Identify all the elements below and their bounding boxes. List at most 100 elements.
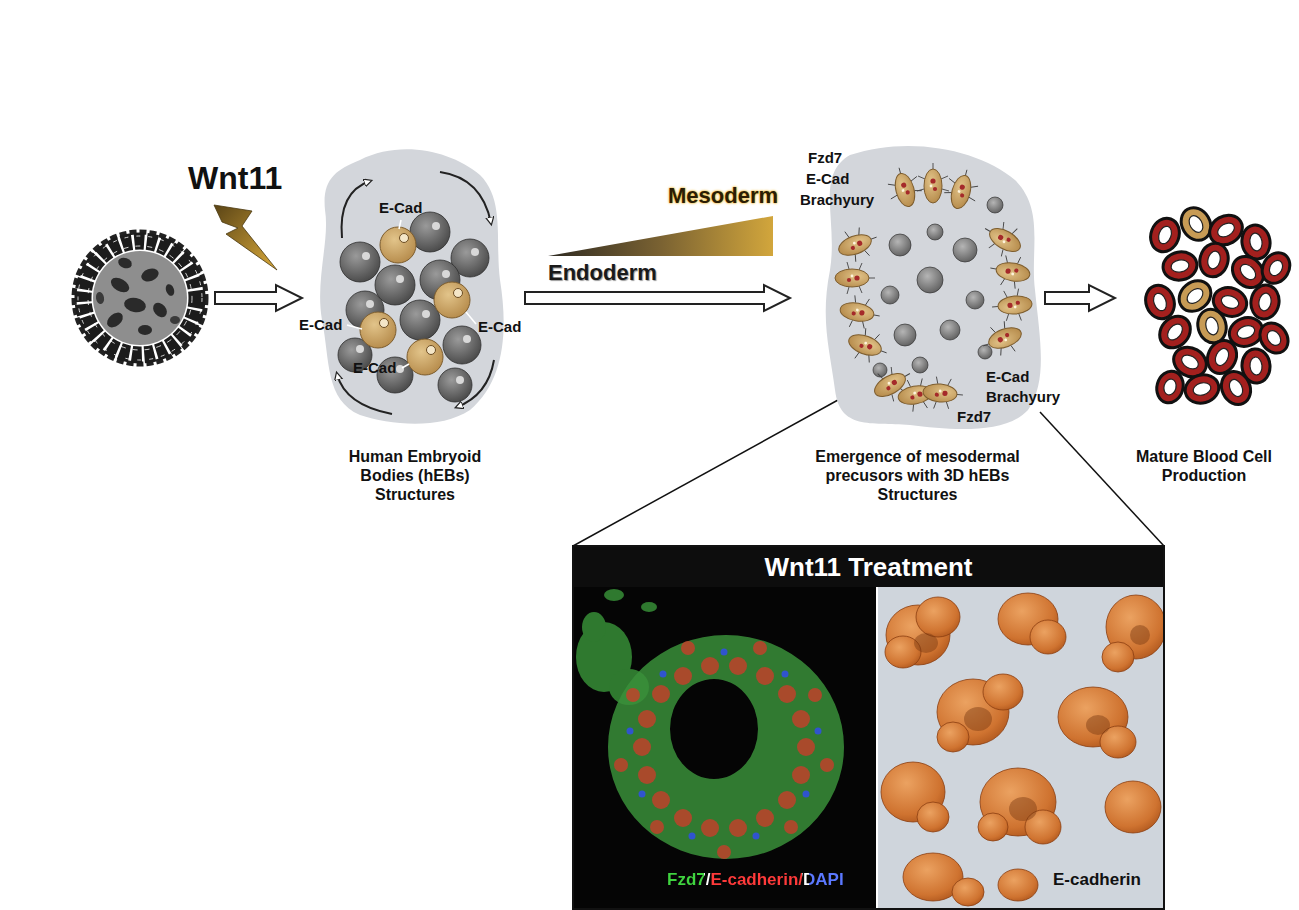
g-shape (1257, 248, 1296, 289)
ellipse-shape (1215, 220, 1237, 239)
ellipse-shape (1249, 232, 1264, 252)
label-anchor: Fzd7 (957, 408, 991, 425)
ellipse-shape (1248, 283, 1281, 321)
fluorescence-image: Fzd7/E-cadherin/DAPI (574, 587, 876, 908)
node-caption: Mature Blood Cell Production (1118, 447, 1290, 485)
hollow-arrow (215, 285, 302, 311)
label-anchor: Endoderm (548, 260, 657, 285)
circle-shape (953, 238, 977, 262)
embryoid-body-art (305, 140, 525, 435)
ellipse-shape (1105, 781, 1161, 833)
image-label: E-cadherin (1053, 870, 1141, 890)
node-caption: Emergence of mesodermal precusors with 3… (800, 447, 1035, 505)
circle-shape (93, 251, 187, 345)
circle-shape (88, 246, 192, 350)
lightning-bolt (214, 205, 277, 270)
circle-shape (815, 728, 822, 735)
use-shape (977, 215, 1028, 263)
treatment-panel: Wnt11 Treatment Fzd7/E-cadherin/DAPI (572, 545, 1165, 910)
circle-shape (422, 310, 430, 318)
circle-shape (454, 289, 463, 298)
ellipse-shape (914, 633, 938, 653)
text-label: Brachyury (986, 388, 1060, 405)
g-shape (1182, 371, 1222, 407)
label-anchor: Mesoderm (668, 183, 778, 208)
circle-shape (660, 671, 667, 678)
circle-shape (940, 320, 960, 340)
rect-shape (574, 587, 1163, 908)
circle-shape (717, 845, 731, 859)
use-shape (917, 163, 949, 203)
ellipse-shape (95, 291, 105, 304)
use-shape (884, 164, 925, 211)
circle-shape (83, 241, 197, 355)
ellipse-shape (123, 296, 147, 314)
text-label: E-Cad (986, 368, 1029, 385)
label-anchor: E-Cad (299, 316, 342, 333)
circle-shape (652, 791, 670, 809)
ellipse-shape (1182, 371, 1222, 407)
ellipse-shape (1237, 261, 1258, 282)
circle-shape (638, 710, 656, 728)
circle-shape (380, 319, 389, 328)
circle-shape (362, 252, 370, 260)
circle-shape (873, 363, 887, 377)
zoom-line (573, 400, 838, 546)
circle-shape (356, 345, 364, 353)
circle-shape (917, 267, 943, 293)
ellipse-shape (983, 674, 1023, 710)
g-shape (1248, 283, 1281, 321)
ellipse-shape (1186, 213, 1205, 235)
circle-shape (633, 738, 651, 756)
circle-shape (400, 234, 409, 243)
circle-shape (881, 286, 899, 304)
ellipse-shape (150, 300, 169, 320)
circle-shape (987, 197, 1003, 213)
circle-shape (407, 339, 443, 375)
ellipse-shape (937, 722, 969, 752)
circle-shape (438, 368, 472, 402)
circle-shape (681, 641, 695, 655)
use-shape (922, 376, 965, 411)
ellipse-shape (1009, 797, 1037, 821)
ellipse-shape (138, 325, 152, 335)
use-shape (834, 222, 883, 266)
circle-shape (400, 300, 440, 340)
circle-shape (782, 671, 789, 678)
line-shape (402, 364, 409, 368)
circle-shape (442, 270, 450, 278)
g-shape (1146, 214, 1184, 256)
circle-shape (820, 758, 834, 772)
label-anchor: Brachyury (986, 388, 1060, 405)
circle-shape (652, 685, 670, 703)
circle-shape (753, 833, 760, 840)
circle-shape (638, 766, 656, 784)
circle-shape (432, 222, 440, 230)
ellipse-shape (952, 878, 984, 906)
line-shape (399, 220, 401, 229)
fluorescence-art (574, 587, 876, 908)
g-shape (338, 212, 489, 402)
ellipse-shape (582, 612, 606, 642)
use-shape (991, 288, 1034, 323)
use-shape (837, 293, 882, 331)
g-shape (380, 234, 463, 355)
ellipse-shape (139, 266, 160, 283)
circle-shape (396, 275, 404, 283)
circle-shape (434, 282, 470, 318)
ellipse-shape (1258, 292, 1273, 312)
ellipse-shape (1192, 381, 1212, 397)
ellipse-shape (1156, 224, 1173, 245)
g-shape (881, 593, 1163, 906)
g-shape (627, 649, 822, 840)
ellipse-shape (1204, 316, 1220, 336)
ellipse-shape (1151, 291, 1168, 312)
ellipse-shape (998, 869, 1038, 901)
label-anchor: E-Cad (478, 318, 521, 335)
ellipse-shape (964, 707, 992, 731)
ellipse-shape (1165, 321, 1186, 343)
ellipse-shape (108, 275, 131, 295)
ellipse-shape (1213, 346, 1231, 367)
circle-shape (792, 766, 810, 784)
